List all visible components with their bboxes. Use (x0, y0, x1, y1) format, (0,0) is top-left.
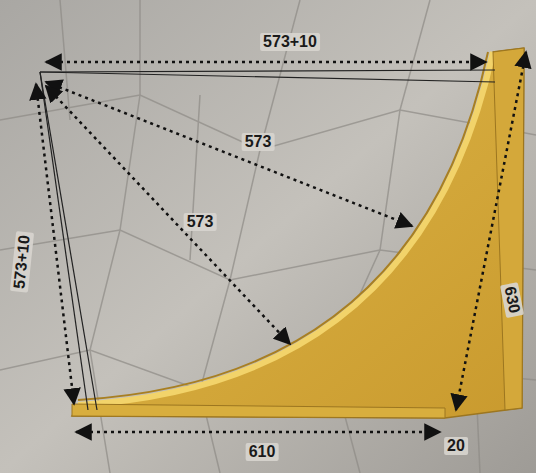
dimension-label: 573 (242, 133, 275, 151)
wooden-quadrant (72, 48, 524, 418)
dimension-label: 573 (184, 213, 217, 231)
dimension-label: 573+10 (260, 33, 320, 51)
dimension-label: 610 (246, 443, 279, 461)
dimension-lines (36, 52, 526, 432)
dimension-label: 20 (444, 437, 468, 455)
string-lines (40, 70, 495, 410)
